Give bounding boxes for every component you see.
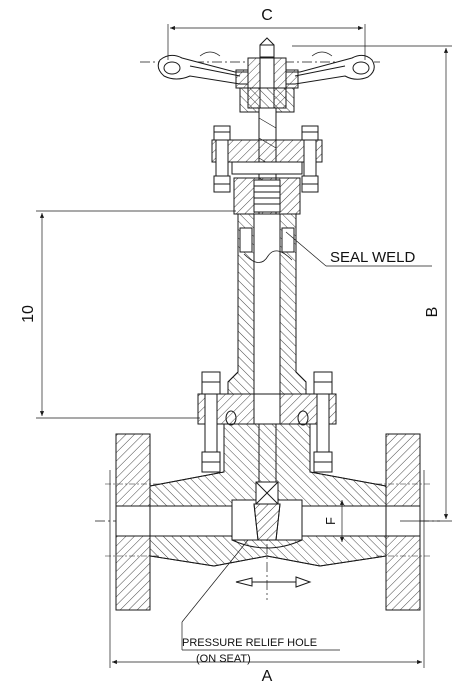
dimension-a-label: A xyxy=(262,668,273,685)
upper-gland xyxy=(211,125,323,193)
dimension-a xyxy=(109,470,425,668)
stem-nut xyxy=(239,37,295,113)
valve-body xyxy=(149,423,387,567)
bonnet xyxy=(227,213,307,395)
dimension-b-label: B xyxy=(424,307,441,318)
dimension-ten xyxy=(36,210,236,419)
relief-hole-leader xyxy=(181,539,340,651)
packing-box xyxy=(233,177,301,215)
dimension-ten-label: 10 xyxy=(20,305,37,323)
seal-weld-label: SEAL WELD xyxy=(330,249,415,266)
on-seat-label: (ON SEAT) xyxy=(196,653,251,665)
flow-arrow xyxy=(235,576,312,588)
relief-hole-label: PRESSURE RELIEF HOLE xyxy=(182,637,317,649)
dimension-f-label: F xyxy=(323,517,338,525)
seal-weld-leader xyxy=(285,231,432,267)
dimension-c-label: C xyxy=(261,7,273,24)
dimension-b xyxy=(292,45,452,522)
bonnet-flange xyxy=(197,371,337,473)
dimension-c xyxy=(167,24,366,60)
